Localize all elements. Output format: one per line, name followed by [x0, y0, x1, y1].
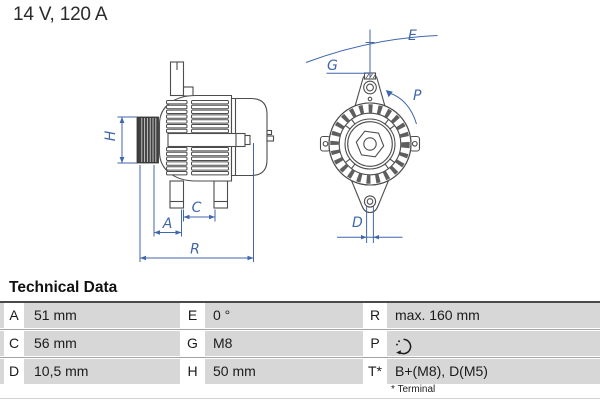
row-separator	[0, 357, 600, 358]
dim-label-h: H	[103, 130, 119, 141]
technical-data-heading: Technical Data	[9, 279, 118, 296]
spec-key-r: R	[363, 303, 387, 328]
spec-value-p	[387, 331, 600, 356]
side-pulley	[136, 116, 159, 164]
spec-value-t: B+(M8), D(M5)	[387, 359, 600, 384]
page-title: 14 V, 120 A	[13, 4, 108, 25]
row-left-strip	[0, 331, 4, 356]
dim-label-a: A	[162, 216, 173, 232]
dim-label-e: E	[408, 28, 417, 44]
dim-label-g: G	[327, 58, 338, 74]
spec-key-a: A	[4, 303, 24, 328]
row-left-strip	[0, 303, 4, 328]
spec-key-h: H	[180, 359, 205, 384]
spec-key-d: D	[4, 359, 24, 384]
spec-value-a: 51 mm	[24, 303, 180, 328]
side-terminal-stud	[266, 129, 275, 142]
front-view-dimensions: E G P D	[305, 28, 438, 243]
table-row: A 51 mm E 0 ° R max. 160 mm	[0, 303, 600, 328]
spec-key-t: T*	[363, 359, 387, 384]
front-spokes	[345, 119, 395, 169]
spec-value-d: 10,5 mm	[24, 359, 180, 384]
table-top-border	[0, 301, 600, 303]
side-view-dimensions: H A C R	[103, 116, 254, 262]
terminal-footnote: * Terminal	[391, 384, 436, 395]
dim-label-c: C	[192, 200, 202, 216]
side-shaft-bar	[167, 132, 246, 148]
spec-value-g: M8	[205, 331, 363, 356]
spec-key-g: G	[180, 331, 205, 356]
dim-label-p: P	[413, 88, 422, 104]
side-view-drawing	[136, 61, 275, 209]
dim-label-d: D	[352, 215, 363, 231]
spec-key-c: C	[4, 331, 24, 356]
spec-value-c: 56 mm	[24, 331, 180, 356]
spec-key-e: E	[180, 303, 205, 328]
front-view-drawing	[319, 72, 421, 214]
page-bottom-border	[0, 398, 600, 399]
spec-value-r: max. 160 mm	[387, 303, 600, 328]
row-left-strip	[0, 359, 4, 384]
spec-value-h: 50 mm	[205, 359, 363, 384]
table-row: D 10,5 mm H 50 mm T* B+(M8), D(M5)	[0, 359, 600, 384]
rotation-clockwise-icon	[396, 338, 412, 355]
side-foot-left	[169, 180, 185, 209]
table-row: C 56 mm G M8 P	[0, 331, 600, 356]
row-separator	[0, 329, 600, 330]
spec-key-p: P	[363, 331, 387, 356]
front-vent-slot-ring	[330, 104, 410, 184]
alternator-technical-drawing: H A C R	[103, 28, 438, 262]
side-foot-right	[213, 180, 229, 209]
dim-label-r: R	[190, 242, 200, 258]
spec-value-e: 0 °	[205, 303, 363, 328]
